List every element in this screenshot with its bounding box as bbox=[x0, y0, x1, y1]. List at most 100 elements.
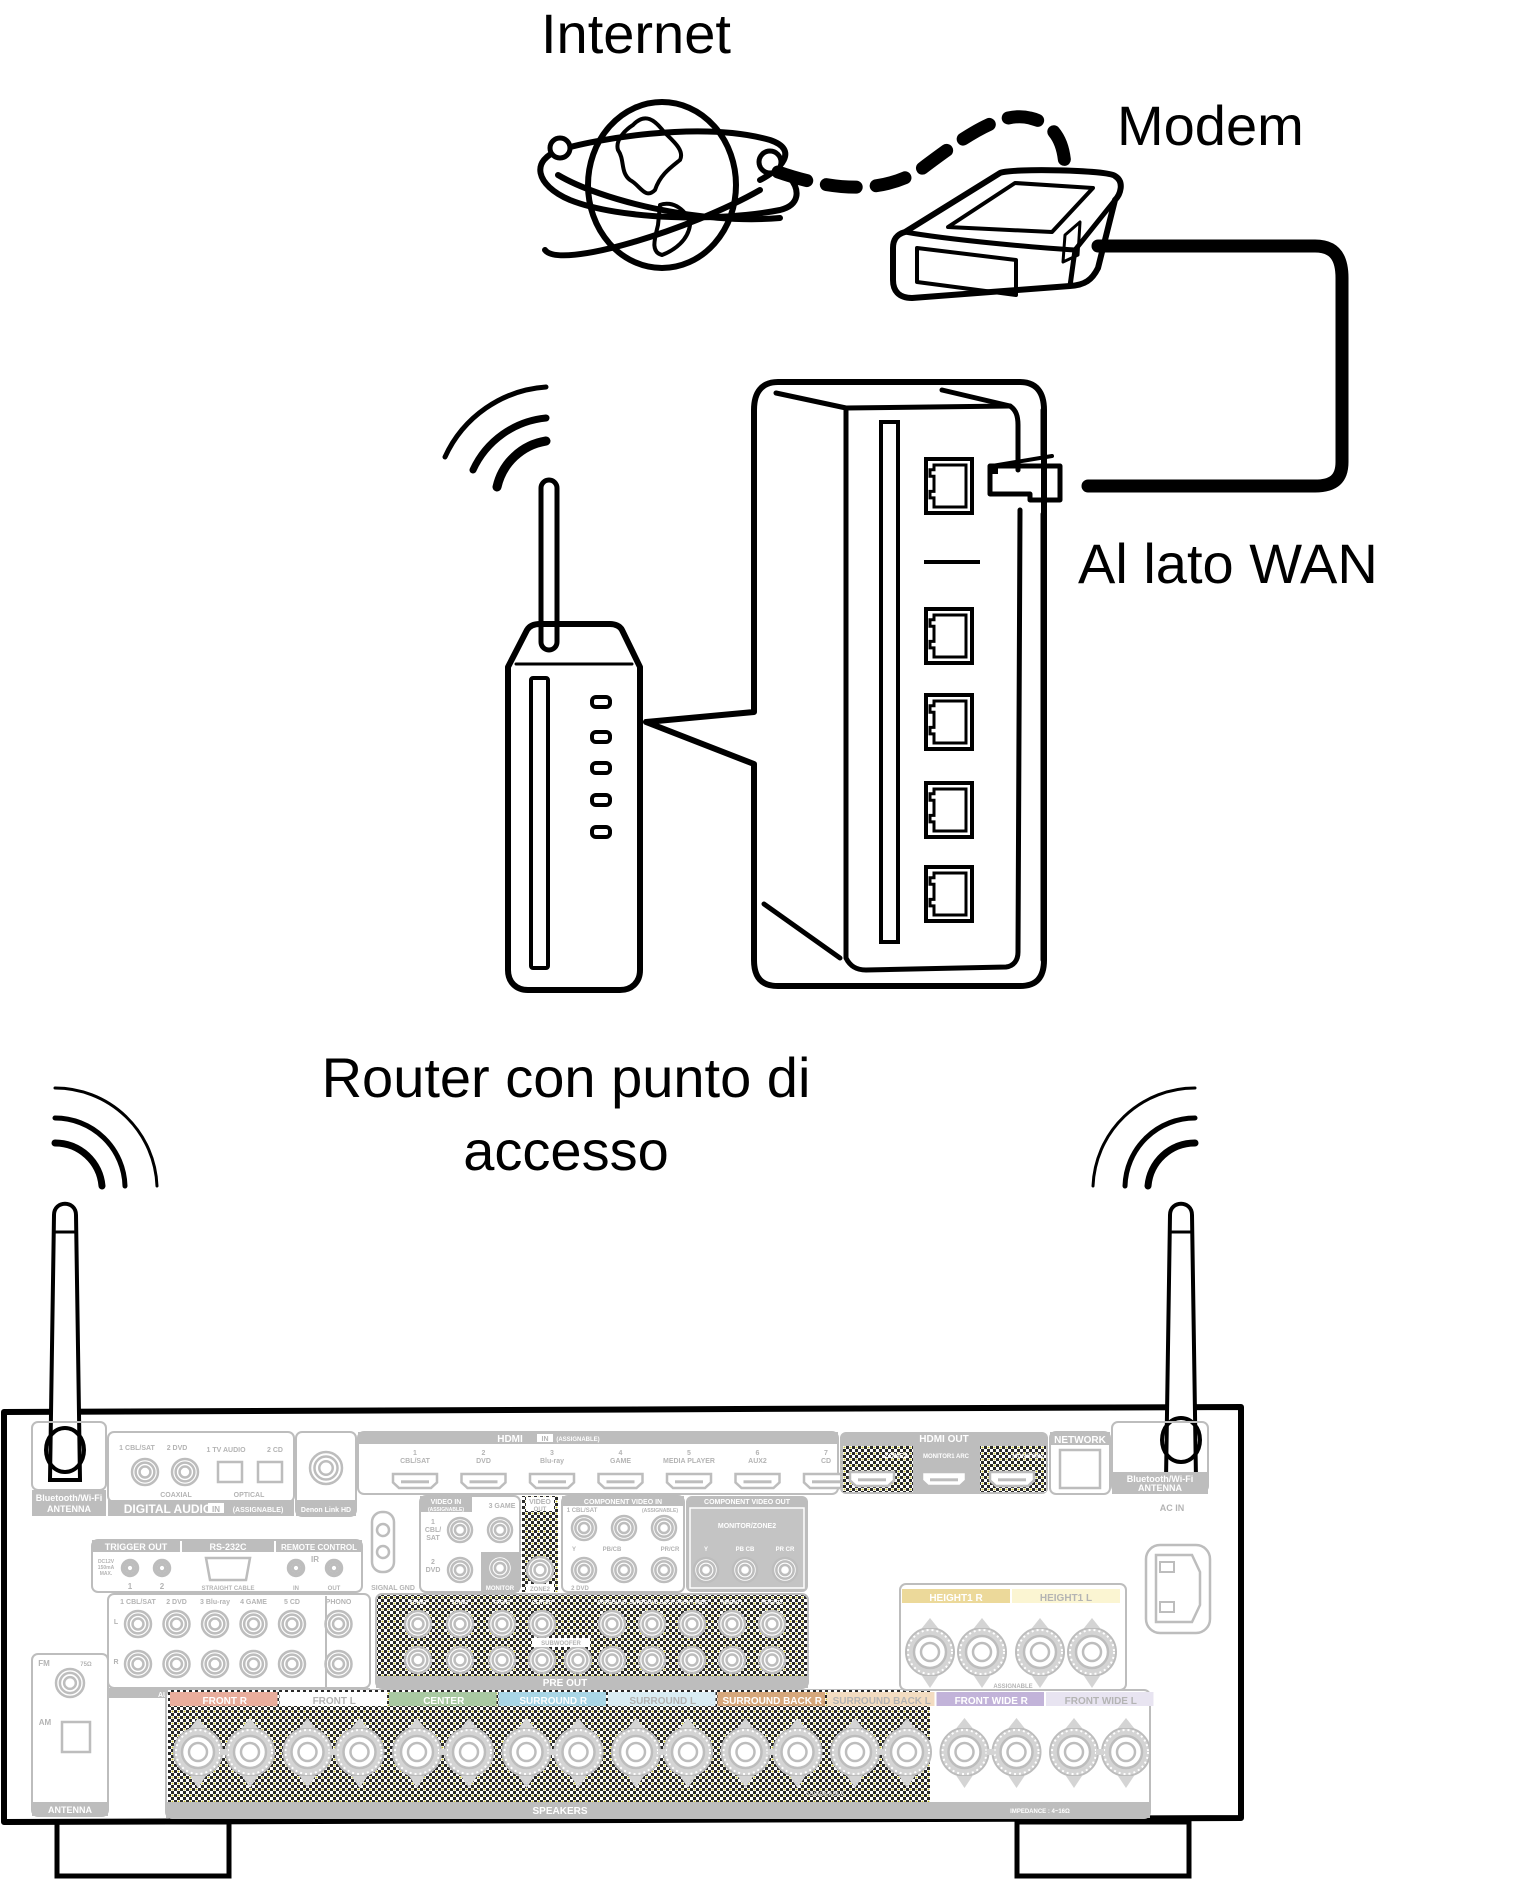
component-in-jack-icon bbox=[570, 1514, 598, 1542]
optical-port-icon bbox=[256, 1460, 284, 1484]
bt-antenna-left-label: Bluetooth/Wi-Fi bbox=[36, 1493, 102, 1503]
video-out-title: VIDEO bbox=[529, 1499, 551, 1506]
speaker-channel-label: FRONT WIDE R bbox=[955, 1696, 1029, 1707]
fm-antenna-jack-icon bbox=[54, 1667, 86, 1699]
receiver-foot-right bbox=[1014, 1819, 1192, 1879]
pre-out-panel bbox=[375, 1593, 809, 1689]
pre-out-channel-label: HEIGHT1 bbox=[721, 1600, 743, 1606]
rs232c-title: RS-232C bbox=[209, 1542, 247, 1552]
audio-in-name: 1 CBL/SAT bbox=[120, 1599, 156, 1606]
pre-out-jack-icon bbox=[403, 1645, 433, 1675]
router-label-line2: accesso bbox=[463, 1119, 668, 1182]
speaker-terminal-minus-icon bbox=[772, 1718, 823, 1788]
pre-out-channel-label: ZONE2 bbox=[410, 1600, 427, 1606]
receiver-wifi-signal-right-icon bbox=[1091, 1086, 1199, 1190]
remote-control-title: REMOTE CONTROL bbox=[281, 1543, 357, 1552]
hdmi-out-zone2-label: ZONE2 bbox=[884, 1453, 907, 1460]
pre-out-jack-icon bbox=[717, 1609, 747, 1639]
height-channel-label: HEIGHT1 L bbox=[1040, 1593, 1092, 1604]
trigger-jack-icon bbox=[120, 1558, 140, 1578]
hdmi-in-port-number: 1 bbox=[413, 1450, 417, 1457]
component-out-jack-icon bbox=[731, 1556, 759, 1584]
video-monitor-jack-icon bbox=[486, 1554, 514, 1582]
audio-in-name: 5 CD bbox=[284, 1599, 300, 1606]
height-channel-label: HEIGHT1 R bbox=[929, 1593, 983, 1604]
rs232c-port-icon bbox=[204, 1556, 252, 1582]
router-back-panel-callout bbox=[643, 379, 1047, 989]
globe-icon bbox=[537, 99, 800, 271]
denon-link-jack-icon bbox=[308, 1450, 344, 1486]
component-in-assignable: (ASSIGNABLE) bbox=[642, 1508, 678, 1514]
video-out-zone2-label: ZONE2 bbox=[530, 1587, 551, 1593]
fm-ohm-label: 75Ω bbox=[80, 1662, 92, 1668]
speaker-channel-label-bar bbox=[279, 1692, 387, 1706]
hdmi-in-port-name: MEDIA PLAYER bbox=[663, 1458, 715, 1465]
speaker-terminal-minus-icon bbox=[991, 1718, 1042, 1788]
component-in-2: 2 DVD bbox=[571, 1586, 589, 1592]
component-out-jack-icon bbox=[692, 1556, 720, 1584]
audio-in-r-label: R bbox=[113, 1659, 118, 1666]
speaker-channel-label-bar bbox=[498, 1692, 606, 1706]
receiver-wifi-signal-left-icon bbox=[51, 1086, 159, 1190]
speakers-assignable-label: ASSIGNABLE bbox=[805, 1792, 844, 1798]
router-label-line1: Router con punto di bbox=[322, 1046, 811, 1109]
hdmi-in-title: HDMI bbox=[497, 1434, 523, 1445]
audio-in-name: 4 GAME bbox=[240, 1599, 267, 1606]
hdmi-out-monitor2-label: MONITOR2 bbox=[1012, 1454, 1044, 1460]
hdmi-in-port-number: 3 bbox=[550, 1450, 554, 1457]
impedance-label: IMPEDANCE : 4~16Ω bbox=[1010, 1809, 1070, 1815]
hdmi-in-port-number: 7 bbox=[824, 1450, 828, 1457]
rs232c-note: STRAIGHT CABLE bbox=[202, 1586, 255, 1592]
speaker-channel-label: FRONT R bbox=[203, 1696, 248, 1707]
hdmi-in-badge: IN bbox=[542, 1436, 549, 1443]
pre-out-jack-icon bbox=[637, 1609, 667, 1639]
video-in-jack-icon bbox=[486, 1516, 514, 1544]
am-label: AM bbox=[39, 1718, 52, 1727]
component-in-jack-icon bbox=[650, 1514, 678, 1542]
hdmi-in-port-number: 5 bbox=[687, 1450, 691, 1457]
ac-in-label: AC IN bbox=[1160, 1503, 1185, 1513]
ir-out-jack-icon bbox=[324, 1558, 344, 1578]
digital-audio-in-badge: IN bbox=[212, 1505, 220, 1514]
router-lan-ports bbox=[924, 457, 974, 923]
audio-in-r-jack-icon bbox=[239, 1649, 268, 1679]
speaker-terminal-minus-icon bbox=[1101, 1718, 1151, 1788]
pre-out-jack-icon bbox=[445, 1645, 475, 1675]
component-in-title: COMPONENT VIDEO IN bbox=[584, 1499, 662, 1506]
pre-out-channel-label: ZONE3 bbox=[452, 1600, 469, 1606]
component-in-pb: PB/CB bbox=[603, 1547, 622, 1553]
router-wifi-signal-icon bbox=[442, 384, 551, 492]
speaker-terminal-minus-icon bbox=[334, 1718, 385, 1788]
pre-out-jack-icon bbox=[403, 1609, 433, 1639]
bt-antenna-right-label: ANTENNA bbox=[1138, 1483, 1182, 1493]
audio-in-name: 3 Blu-ray bbox=[200, 1599, 230, 1606]
audio-in-r-jack-icon bbox=[277, 1649, 307, 1679]
speaker-channel-label: CENTER bbox=[423, 1696, 465, 1707]
component-out-pr: PR CR bbox=[776, 1547, 795, 1553]
network-label: NETWORK bbox=[1054, 1435, 1106, 1446]
trigger-spec: MAX. bbox=[100, 1571, 113, 1577]
audio-in-name: 2 DVD bbox=[166, 1599, 187, 1606]
pre-out-jack-icon bbox=[637, 1645, 667, 1675]
hdmi-in-port-name: CBL/SAT bbox=[400, 1458, 431, 1465]
component-in-pr: PR/CR bbox=[661, 1547, 680, 1553]
height-assignable-label: ASSIGNABLE bbox=[993, 1684, 1032, 1690]
audio-in-l-jack-icon bbox=[239, 1609, 268, 1639]
component-in-jack-icon bbox=[570, 1556, 598, 1584]
optical-label: OPTICAL bbox=[234, 1492, 265, 1499]
speaker-channel-label: SURROUND R bbox=[519, 1696, 588, 1707]
video-in-title: VIDEO IN bbox=[431, 1499, 462, 1506]
pre-out-title: PRE OUT bbox=[543, 1678, 587, 1689]
audio-in-l-jack-icon bbox=[200, 1609, 230, 1639]
coaxial-label: COAXIAL bbox=[160, 1492, 192, 1499]
antenna-title: ANTENNA bbox=[48, 1805, 92, 1815]
pre-out-channel-label: FRONT bbox=[493, 1600, 510, 1606]
video-in-jack-icon bbox=[446, 1516, 474, 1544]
ir-in-jack-icon bbox=[286, 1558, 306, 1578]
hdmi-in-port-name: Blu-ray bbox=[540, 1458, 564, 1465]
am-antenna-terminal-icon bbox=[60, 1720, 92, 1754]
ir-in-label: IN bbox=[293, 1586, 299, 1592]
signal-gnd-terminal-icon bbox=[370, 1510, 396, 1574]
audio-in-r-jack-icon bbox=[324, 1649, 353, 1679]
digital-audio-title: DIGITAL AUDIO bbox=[124, 1502, 212, 1516]
